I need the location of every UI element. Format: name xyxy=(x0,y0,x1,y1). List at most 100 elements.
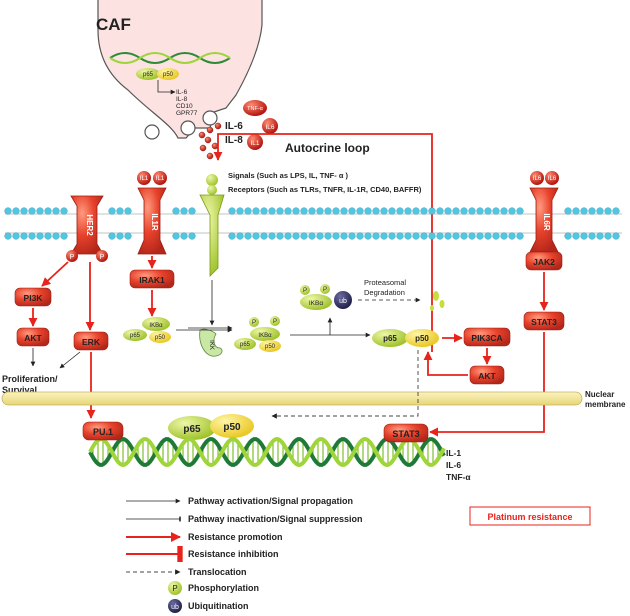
lipid-head xyxy=(492,232,500,240)
lipid-head xyxy=(236,207,244,215)
lipid-head xyxy=(588,232,596,240)
akt-left-label: AKT xyxy=(24,333,42,343)
legend-inhibition-label: Resistance inhibition xyxy=(188,549,279,559)
caf-gene: CD10 xyxy=(176,103,193,110)
lipid-head xyxy=(340,232,348,240)
lipid-head xyxy=(476,207,484,215)
lipid-head xyxy=(396,207,404,215)
autocrine-loop-label: Autocrine loop xyxy=(285,141,370,155)
il1-ball: IL1 xyxy=(247,134,263,150)
p65-label: p65 xyxy=(240,342,251,348)
lipid-head xyxy=(180,207,188,215)
lipid-head xyxy=(428,232,436,240)
il6-ball xyxy=(545,171,559,185)
akt-right-label: AKT xyxy=(478,371,496,381)
lipid-head xyxy=(292,232,300,240)
pu1-pill: PU.1 xyxy=(82,421,124,441)
lipid-head xyxy=(404,232,412,240)
lipid-head xyxy=(484,207,492,215)
ikba-label: IKBα xyxy=(149,323,163,329)
pik3ca-pill: PIK3CA xyxy=(463,327,511,347)
p50-label: p50 xyxy=(223,422,241,433)
output-gene: TNF-α xyxy=(446,472,471,482)
lipid-head xyxy=(356,207,364,215)
degraded-fragments xyxy=(430,291,445,311)
il8-secreted-label: IL-8 xyxy=(225,135,243,146)
lipid-head xyxy=(604,232,612,240)
legend-promotion-label: Resistance promotion xyxy=(188,532,283,542)
lipid-head xyxy=(564,232,572,240)
lipid-head xyxy=(436,207,444,215)
lipid-head xyxy=(580,207,588,215)
lipid-head xyxy=(60,207,68,215)
il1-ball xyxy=(153,171,167,185)
legend-activation-label: Pathway activation/Signal propagation xyxy=(188,496,353,506)
lipid-head xyxy=(108,232,116,240)
nuclear-label: Nuclear xyxy=(585,390,614,399)
signal-ligand xyxy=(206,174,218,195)
caf-gene: IL-6 xyxy=(176,89,188,96)
signals-text: Signals (Such as LPS, IL, TNF- α ) xyxy=(228,171,349,180)
ikba-complex-left: IKBα p65 p50 xyxy=(123,317,171,343)
phospho-label: P xyxy=(273,319,277,325)
lipid-head xyxy=(36,207,44,215)
lipid-head xyxy=(420,207,428,215)
lipid-head xyxy=(268,232,276,240)
caf-gene: IL-8 xyxy=(176,96,188,103)
il6-ball-label: IL6 xyxy=(533,176,542,182)
erk-pill: ERK xyxy=(73,331,109,351)
lipid-head xyxy=(572,232,580,240)
lipid-head xyxy=(188,207,196,215)
nfkb-translocation-arrow xyxy=(271,350,419,419)
lipid-head xyxy=(444,232,452,240)
p65-label: p65 xyxy=(183,424,201,435)
caf-dna xyxy=(109,52,231,64)
lipid-head xyxy=(604,207,612,215)
lipid-head xyxy=(316,232,324,240)
il6-ball-label: IL6 xyxy=(548,176,557,182)
lipid-head xyxy=(460,207,468,215)
legend-phosphorylation-label: Phosphorylation xyxy=(188,583,259,593)
lipid-head xyxy=(396,232,404,240)
lipid-head xyxy=(180,232,188,240)
stat3-dna-pill: STAT3 xyxy=(383,423,429,443)
lipid-head xyxy=(124,232,132,240)
caf-cell: CAF p65 p50 IL-6 IL-8 CD10 GPR77 xyxy=(96,0,263,140)
lipid-head xyxy=(12,207,20,215)
lipid-head xyxy=(332,207,340,215)
nfkb-dimer-cytoplasm: p65 p50 xyxy=(372,329,439,347)
lipid-head xyxy=(388,232,396,240)
lipid-head xyxy=(588,207,596,215)
lipid-head xyxy=(188,232,196,240)
her2-receptor: HER2 P P xyxy=(66,195,108,262)
lipid-head xyxy=(244,207,252,215)
p50-label: p50 xyxy=(265,344,276,350)
caf-p65 xyxy=(136,68,160,80)
phospho-label: P xyxy=(252,320,256,326)
phospho-label: P xyxy=(100,254,105,261)
p65-label: p65 xyxy=(130,333,141,339)
survival-label: Survival xyxy=(2,385,37,395)
lipid-head xyxy=(12,232,20,240)
lipid-head xyxy=(324,232,332,240)
lipid-head xyxy=(380,232,388,240)
lipid-head xyxy=(20,207,28,215)
lipid-head xyxy=(4,232,12,240)
lipid-head xyxy=(292,207,300,215)
lipid-head xyxy=(116,207,124,215)
lipid-head xyxy=(348,207,356,215)
lipid-head xyxy=(324,207,332,215)
pik3ca-label: PIK3CA xyxy=(471,333,502,343)
lipid-head xyxy=(4,207,12,215)
degradation-label: Degradation xyxy=(364,288,405,297)
il6-secreted-label: IL-6 xyxy=(225,121,243,132)
lipid-head xyxy=(308,232,316,240)
caf-label: CAF xyxy=(96,15,131,34)
lipid-head xyxy=(268,207,276,215)
ikba-ubiquitinated: IKBα P P ub xyxy=(300,284,352,310)
lipid-head xyxy=(444,207,452,215)
ikba-label: IKBα xyxy=(258,333,272,339)
il6-ball-label: IL6 xyxy=(265,124,274,131)
lipid-head xyxy=(260,232,268,240)
her2-label: HER2 xyxy=(85,214,94,236)
